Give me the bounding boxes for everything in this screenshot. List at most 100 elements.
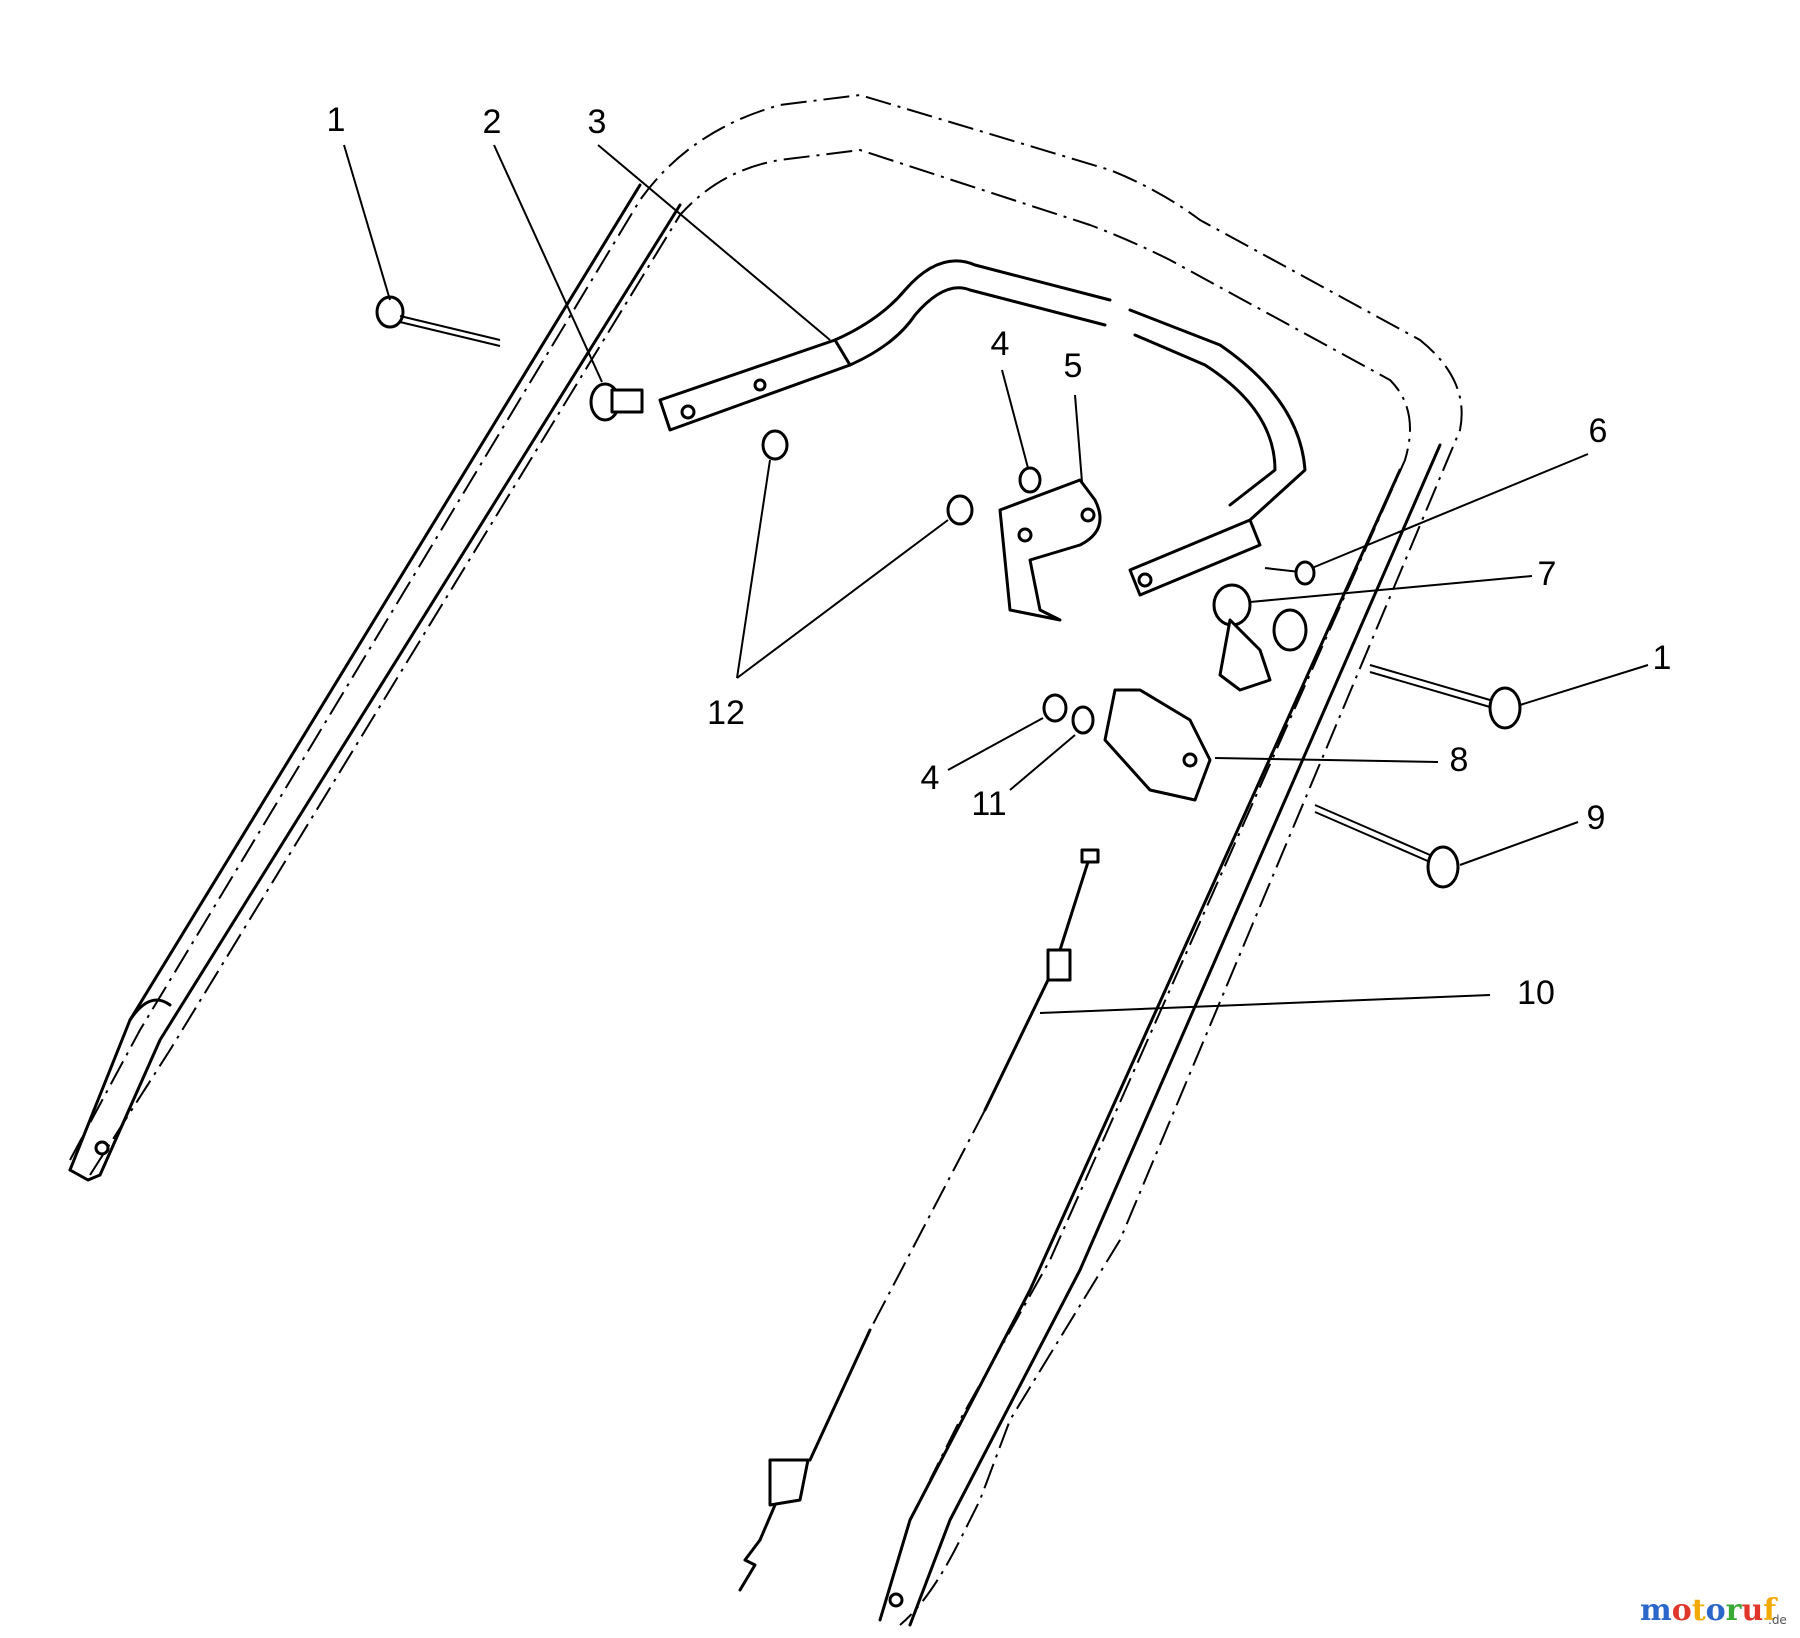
leader-12a	[736, 459, 771, 679]
leader-4b	[947, 717, 1044, 771]
spacer-part-2	[589, 382, 644, 422]
handle-outer-phantom	[69, 93, 1463, 1626]
nut-4-lower	[1042, 693, 1068, 723]
cable-hook	[738, 1503, 777, 1592]
callout-1-right: 1	[1653, 639, 1672, 677]
nut-12-left	[761, 429, 789, 461]
bolt-shank-2	[1369, 671, 1491, 708]
cable-sheath-phantom	[869, 1109, 986, 1331]
bail-tube-right-lower	[1133, 333, 1277, 507]
wm-letter-o1: o	[1672, 1593, 1692, 1628]
bracket-plate	[998, 478, 1102, 622]
knob-cap	[1272, 608, 1308, 652]
bolt-shank	[1369, 664, 1491, 701]
wm-letter-t: t	[1692, 1593, 1706, 1628]
callout-1-top-left: 1	[327, 101, 346, 139]
callout-5: 5	[1064, 347, 1083, 385]
cable-sheath	[983, 978, 1050, 1112]
left-leg-tube	[68, 183, 642, 1172]
callout-11: 11	[971, 785, 1006, 823]
bail-left-hole	[680, 404, 696, 420]
bracket-part-5	[998, 478, 1102, 622]
callout-7: 7	[1538, 555, 1557, 593]
bolt-1-left	[375, 295, 501, 347]
wm-letter-u: u	[1741, 1593, 1763, 1628]
callout-4-lower: 4	[921, 759, 940, 797]
callout-6: 6	[1589, 412, 1608, 450]
cable-end-fitting	[768, 1458, 810, 1507]
bail-left-hole-2	[753, 378, 767, 392]
spacer-neck	[610, 388, 644, 414]
knob-lever	[1218, 618, 1272, 692]
bolt-shank-2	[399, 321, 501, 347]
screw-part-6	[1264, 560, 1316, 586]
callouts: 1 2 3 4 5 6 7 1 12 8 4 11 9 10	[327, 101, 1672, 1012]
fasteners	[375, 295, 1522, 889]
cable-fitting	[1046, 948, 1072, 982]
leader-12b	[736, 519, 949, 679]
callout-2: 2	[483, 103, 502, 141]
control-cable-part-10	[738, 848, 1100, 1592]
leader-6	[1311, 453, 1589, 569]
watermark-text: motoruf	[1640, 1593, 1778, 1628]
callout-3: 3	[588, 103, 607, 141]
nut-4-top	[1018, 466, 1042, 494]
clamp-hole	[1182, 752, 1198, 768]
left-leg-tube-inner	[98, 203, 682, 1177]
clamp-body	[1103, 688, 1212, 802]
handle-inner-phantom	[89, 148, 1411, 1481]
bolt-part-9	[1314, 804, 1460, 889]
wm-letter-o2: o	[1706, 1593, 1726, 1628]
control-bail-part-3	[658, 259, 1307, 597]
callout-8: 8	[1450, 741, 1469, 779]
callout-4-top: 4	[991, 325, 1010, 363]
callout-12: 12	[707, 694, 745, 732]
watermark-domain: .de	[1768, 1613, 1787, 1627]
bracket-hole-2	[1080, 507, 1096, 523]
bail-tube-upper	[833, 259, 1112, 342]
leader-1a	[343, 144, 391, 301]
wm-letter-r: r	[1726, 1593, 1743, 1628]
left-leg-hole	[94, 1140, 110, 1156]
leader-4a	[1001, 369, 1029, 469]
right-leg-hole	[888, 1592, 904, 1608]
bail-tube-right-upper	[1128, 308, 1307, 522]
leader-11	[1009, 734, 1076, 791]
bail-tube-lower	[848, 286, 1107, 367]
bolt-head	[1488, 686, 1522, 730]
wm-letter-m: m	[1640, 1593, 1672, 1628]
screw-head	[1294, 560, 1316, 586]
knob-hub	[1212, 583, 1252, 627]
bolt-shank-2	[1314, 811, 1431, 863]
screw-shank	[1264, 567, 1301, 573]
leader-10	[1039, 994, 1491, 1014]
handle-frame	[68, 93, 1463, 1627]
wm-letter-f: f	[1763, 1593, 1778, 1628]
right-leg-tube	[878, 468, 1402, 1622]
leader-3	[597, 144, 831, 341]
leader-2	[493, 144, 603, 383]
watermark-logo: motoruf .de	[1640, 1593, 1787, 1628]
leader-7	[1249, 575, 1533, 603]
knob-part-7	[1212, 583, 1308, 692]
leader-9	[1459, 821, 1579, 866]
right-leg-tube-inner	[908, 443, 1442, 1627]
bolt-shank	[1314, 804, 1431, 856]
bolt-head	[375, 295, 405, 329]
bail-right-hole	[1137, 572, 1153, 588]
washer-part-11	[1071, 705, 1095, 735]
leader-1b	[1519, 664, 1649, 706]
bolt-1-right	[1369, 664, 1522, 730]
bracket-hole	[1017, 527, 1033, 543]
callout-9: 9	[1587, 799, 1606, 837]
bolt-head	[1426, 845, 1460, 889]
cable-wire-top	[1058, 860, 1090, 952]
bail-right-bar	[1128, 518, 1262, 597]
left-leg-end	[68, 998, 172, 1182]
nut-12-right	[946, 494, 974, 526]
leader-8	[1214, 757, 1439, 763]
clamp-block-part-8	[1103, 688, 1212, 802]
bolt-shank	[399, 315, 501, 341]
cable-end-top	[1080, 848, 1100, 864]
